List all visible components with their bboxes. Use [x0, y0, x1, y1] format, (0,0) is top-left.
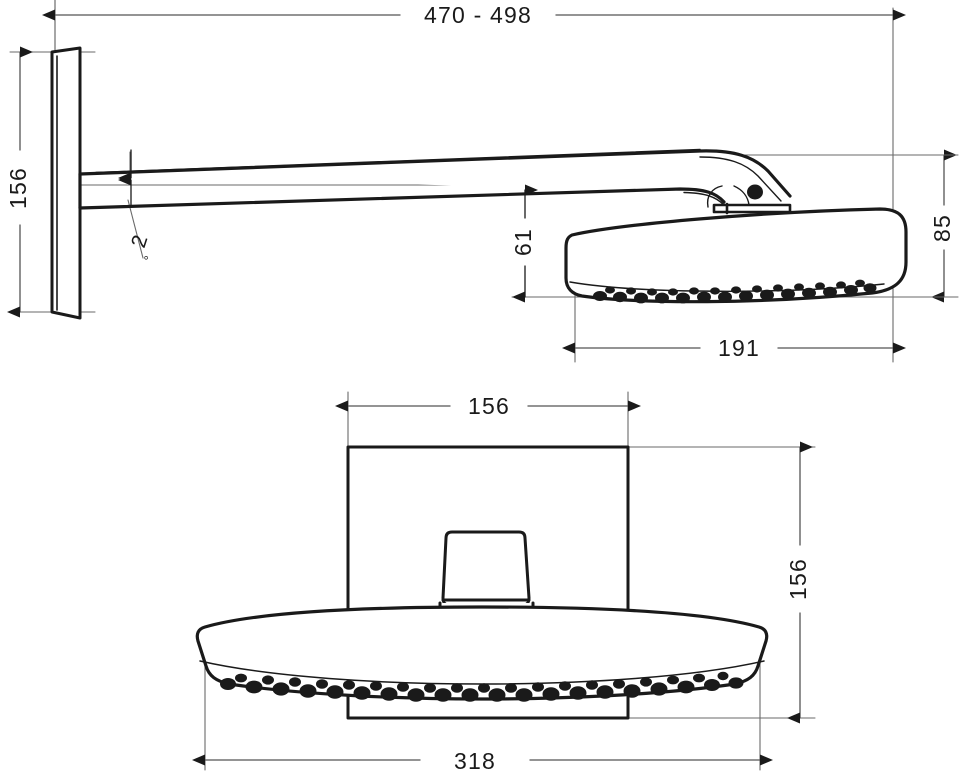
spray-nozzles-side [593, 279, 877, 304]
dimension-label-head-depth: 191 [718, 335, 760, 361]
dimension-85-extension [929, 154, 959, 298]
dimension-label-head-total-height: 85 [929, 214, 955, 242]
front-view-stem [438, 530, 535, 612]
pivot-button-icon [747, 184, 763, 200]
dimension-label-projection: 470 - 498 [424, 2, 532, 28]
dimension-label-wall-plate-height: 156 [5, 167, 31, 209]
shower-arm [78, 149, 792, 210]
wall-flange [50, 46, 82, 320]
dimension-label-body-depth: 156 [785, 558, 811, 600]
spray-nozzles-front [220, 671, 744, 702]
arm-junction-fillet [706, 185, 750, 208]
dimension-label-arm-angle: 2 [127, 232, 153, 251]
shower-head-side-body [564, 207, 908, 304]
dimension-label-body-width: 156 [468, 393, 510, 419]
arm-head-junction [712, 202, 792, 215]
dimension-label-arm-angle-degree-symbol: ° [141, 254, 157, 264]
dimension-label-head-width: 318 [454, 748, 496, 774]
dimension-label-head-drop: 61 [510, 228, 536, 256]
